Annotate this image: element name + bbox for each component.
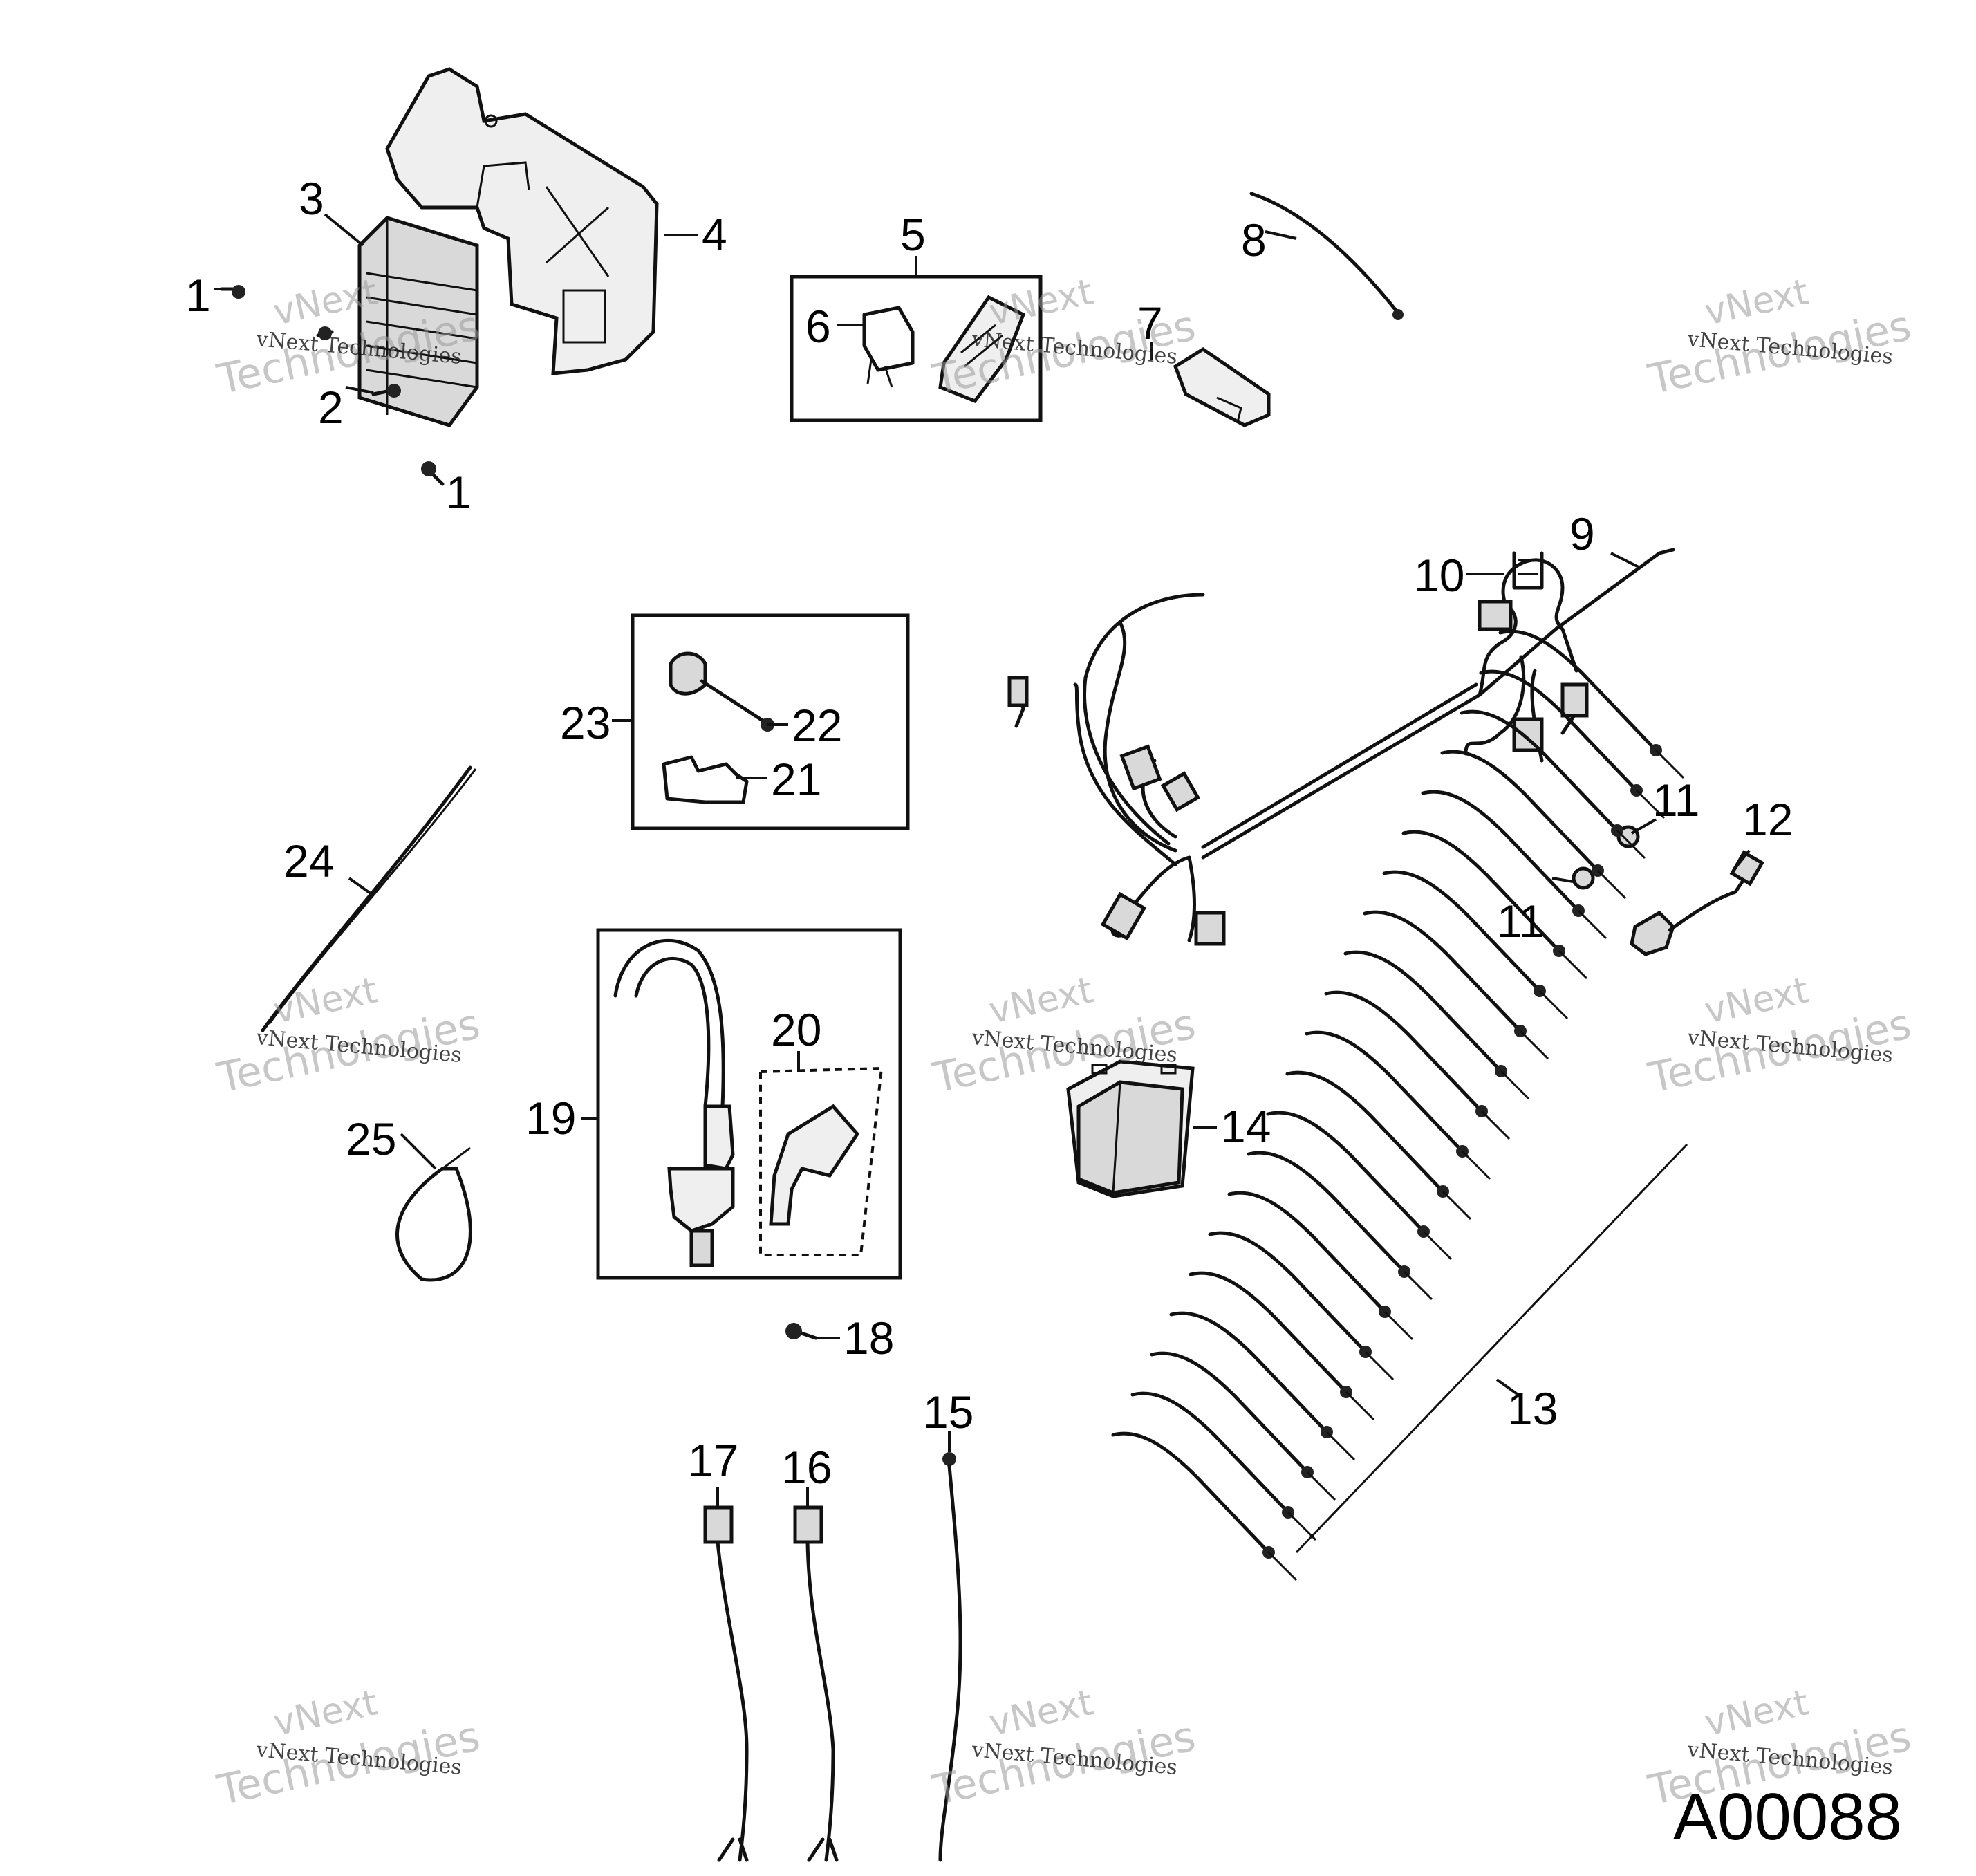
harness-part-9 (1007, 548, 1675, 946)
wire-lead-tail (1519, 1030, 1549, 1060)
wire-lead-tail (1655, 749, 1685, 779)
wire-lead (1130, 1391, 1290, 1514)
nut-part-11b (1572, 866, 1595, 890)
wire-lead-tail (1403, 1270, 1433, 1301)
wire-lead-tail (1383, 1310, 1414, 1341)
callout-20: 20 (771, 1004, 821, 1055)
wire-lead (1189, 1271, 1348, 1394)
callout-11b: 11 (1497, 895, 1545, 947)
callout-2: 2 (318, 382, 344, 433)
callout-1a: 1 (185, 270, 211, 321)
callout-9: 9 (1569, 508, 1595, 559)
wire-lead (1401, 830, 1561, 953)
wire-set-edge (1295, 1143, 1688, 1554)
wire-lead (1208, 1231, 1368, 1354)
wire-lead-tail (1287, 1511, 1317, 1541)
callout-17: 17 (688, 1435, 738, 1486)
clip-part-10 (1512, 551, 1544, 590)
callout-22: 22 (792, 700, 842, 751)
wire-lead-tail (1364, 1350, 1395, 1381)
screw-part-1a (219, 285, 245, 299)
wire-lead (1266, 1111, 1426, 1234)
wire-lead (1460, 709, 1619, 833)
callout-labels: 1 1 2 3 4 5 6 7 8 9 10 11 11 12 13 14 15… (185, 173, 1793, 1493)
callout-10: 10 (1414, 550, 1464, 601)
wire-lead (1169, 1311, 1329, 1434)
callout-18: 18 (843, 1312, 894, 1364)
wire-lead-tail (1267, 1551, 1298, 1581)
callout-12: 12 (1742, 794, 1793, 845)
wire-lead (1285, 1070, 1445, 1194)
lead-part-16 (793, 1505, 839, 1862)
callout-25: 25 (346, 1113, 396, 1164)
callout-14: 14 (1220, 1101, 1271, 1152)
wire-lead (1421, 790, 1581, 913)
battery-part-14 (1066, 1059, 1195, 1198)
lead-part-15 (938, 1452, 962, 1862)
callout-4: 4 (702, 209, 727, 260)
callout-13: 13 (1507, 1383, 1558, 1434)
callout-8: 8 (1241, 214, 1267, 266)
wire-lead-tail (1345, 1391, 1375, 1421)
assembly-box-19 (581, 928, 902, 1280)
wire-lead (1111, 1431, 1271, 1554)
wire-lead (1382, 870, 1542, 993)
wire-lead (1363, 910, 1522, 1033)
wire-lead-tail (1558, 949, 1588, 980)
assembly-box-23 (612, 613, 910, 830)
callout-23: 23 (560, 697, 610, 748)
wire-lead (1479, 669, 1639, 792)
callout-1b: 1 (446, 467, 472, 518)
regulator-part-3 (357, 216, 479, 427)
screw-part-2 (371, 384, 401, 398)
cable-tie-part-25 (395, 1146, 472, 1282)
callout-7: 7 (1137, 297, 1163, 349)
wire-lead-tail (1538, 990, 1569, 1020)
callout-15: 15 (923, 1386, 973, 1438)
wire-lead-tail (1480, 1110, 1511, 1140)
callout-3: 3 (299, 173, 324, 224)
wire-lead-tail (1325, 1431, 1356, 1461)
screw-part-18 (785, 1323, 818, 1340)
sensor-part-12 (1630, 850, 1764, 956)
leader-lines (214, 213, 1751, 1507)
bracket-part-4 (385, 67, 659, 375)
callout-5: 5 (900, 209, 926, 260)
wire-lead (1343, 950, 1503, 1073)
wire-lead-tail (1442, 1190, 1472, 1220)
lead-part-17 (703, 1505, 749, 1862)
callout-24: 24 (283, 835, 334, 886)
wire-part-8 (1249, 192, 1404, 320)
wire-lead-tail (1500, 1070, 1530, 1100)
assembly-box-5 (790, 256, 1043, 422)
wire-lead (1247, 1151, 1406, 1274)
wire-part-24 (261, 765, 477, 1032)
wire-lead-tail (1635, 789, 1666, 819)
wire-lead (1150, 1351, 1309, 1474)
wire-set-part-13 (1111, 629, 1688, 1581)
wire-lead (1305, 1030, 1464, 1153)
screw-part-2b (316, 326, 334, 340)
wire-lead-tail (1461, 1150, 1491, 1180)
drawing-code: A00088 (1673, 1780, 1902, 1854)
wire-lead (1324, 990, 1484, 1113)
callout-6: 6 (805, 301, 831, 352)
callout-11a: 11 (1652, 774, 1700, 826)
wire-lead-tail (1577, 909, 1607, 940)
wire-lead-tail (1422, 1230, 1453, 1261)
wire-lead-tail (1616, 829, 1646, 860)
wire-lead (1498, 629, 1658, 752)
wire-lead-tail (1306, 1471, 1336, 1501)
callout-16: 16 (781, 1442, 832, 1493)
screw-part-1b (421, 461, 445, 486)
wire-lead (1227, 1191, 1387, 1314)
wire-lead (1440, 750, 1600, 873)
wire-lead-tail (1596, 869, 1627, 900)
fuse-holder-part-7 (1173, 347, 1271, 427)
callout-19: 19 (525, 1093, 576, 1144)
callout-21: 21 (771, 754, 821, 805)
